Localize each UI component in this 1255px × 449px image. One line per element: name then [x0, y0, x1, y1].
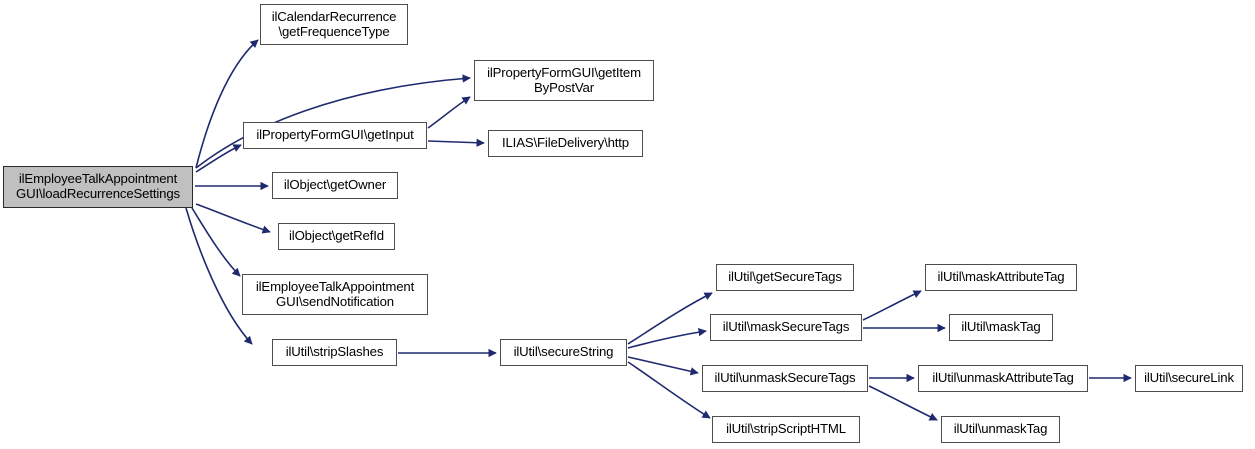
node-label-sendNotification: ilEmployeeTalkAppointment GUI\sendNotifi…: [255, 278, 415, 309]
node-stripSlashes[interactable]: ilUtil\stripSlashes: [272, 339, 397, 366]
edge-getInput-to-fileDeliveryHttp: [427, 138, 485, 147]
edge-root-to-stripSlashes: [185, 207, 253, 345]
node-label-root: ilEmployeeTalkAppointment GUI\loadRecurr…: [16, 171, 180, 201]
edge-secureString-to-maskSecureTags: [627, 328, 707, 349]
node-label-stripScriptHTML: ilUtil\stripScriptHTML: [726, 421, 846, 437]
node-unmaskAttributeTag[interactable]: ilUtil\unmaskAttributeTag: [918, 365, 1088, 392]
node-label-secureLink: ilUtil\secureLink: [1144, 370, 1234, 386]
edge-root-to-getItemByPostVar: [195, 74, 471, 169]
node-label-getItemByPostVar: ilPropertyFormGUI\getItem ByPostVar: [487, 64, 641, 95]
node-label-getInput: ilPropertyFormGUI\getInput: [256, 127, 414, 143]
edge-unmaskSecureTags-to-unmaskTag: [868, 385, 938, 421]
node-label-getSecureTags: ilUtil\getSecureTags: [728, 269, 842, 285]
node-label-maskSecureTags: ilUtil\maskSecureTags: [722, 319, 850, 335]
node-root[interactable]: ilEmployeeTalkAppointment GUI\loadRecurr…: [3, 166, 193, 208]
node-secureString[interactable]: ilUtil\secureString: [500, 339, 627, 366]
edge-root-to-getInput: [195, 144, 242, 173]
node-label-getFrequenceType: ilCalendarRecurrence \getFrequenceType: [271, 8, 397, 39]
node-getRefId[interactable]: ilObject\getRefId: [278, 223, 395, 250]
node-getOwner[interactable]: ilObject\getOwner: [272, 172, 398, 199]
node-getSecureTags[interactable]: ilUtil\getSecureTags: [716, 264, 854, 291]
node-secureLink[interactable]: ilUtil\secureLink: [1135, 365, 1243, 392]
node-fileDeliveryHttp[interactable]: ILIAS\FileDelivery\http: [488, 130, 643, 157]
node-unmaskSecureTags[interactable]: ilUtil\unmaskSecureTags: [702, 365, 868, 392]
node-label-unmaskSecureTags: ilUtil\unmaskSecureTags: [714, 370, 856, 386]
edge-getInput-to-getItemByPostVar: [427, 96, 471, 129]
edge-root-to-sendNotification: [191, 207, 241, 277]
node-label-maskAttributeTag: ilUtil\maskAttributeTag: [937, 269, 1065, 285]
node-maskTag[interactable]: ilUtil\maskTag: [949, 314, 1053, 341]
node-label-getRefId: ilObject\getRefId: [289, 228, 384, 244]
node-getInput[interactable]: ilPropertyFormGUI\getInput: [243, 122, 427, 149]
node-label-maskTag: ilUtil\maskTag: [961, 319, 1041, 335]
node-stripScriptHTML[interactable]: ilUtil\stripScriptHTML: [712, 416, 860, 443]
edge-secureString-to-getSecureTags: [627, 292, 713, 345]
node-label-secureString: ilUtil\secureString: [513, 344, 614, 360]
node-unmaskTag[interactable]: ilUtil\unmaskTag: [941, 416, 1060, 443]
node-label-stripSlashes: ilUtil\stripSlashes: [285, 344, 384, 360]
edge-maskSecureTags-to-maskAttributeTag: [862, 290, 922, 321]
node-maskSecureTags[interactable]: ilUtil\maskSecureTags: [710, 314, 862, 341]
node-sendNotification[interactable]: ilEmployeeTalkAppointment GUI\sendNotifi…: [242, 274, 428, 315]
edge-secureString-to-stripScriptHTML: [627, 361, 711, 419]
node-label-unmaskAttributeTag: ilUtil\unmaskAttributeTag: [932, 370, 1074, 386]
node-maskAttributeTag[interactable]: ilUtil\maskAttributeTag: [925, 264, 1077, 291]
node-label-unmaskTag: ilUtil\unmaskTag: [953, 421, 1048, 437]
node-label-fileDeliveryHttp: ILIAS\FileDelivery\http: [501, 135, 629, 151]
node-getFrequenceType[interactable]: ilCalendarRecurrence \getFrequenceType: [260, 4, 408, 45]
node-getItemByPostVar[interactable]: ilPropertyFormGUI\getItem ByPostVar: [474, 60, 654, 101]
edge-root-to-getRefId: [195, 203, 271, 234]
edge-root-to-getFrequenceType: [195, 39, 259, 169]
edge-secureString-to-unmaskSecureTags: [627, 356, 699, 376]
node-label-getOwner: ilObject\getOwner: [283, 177, 387, 193]
